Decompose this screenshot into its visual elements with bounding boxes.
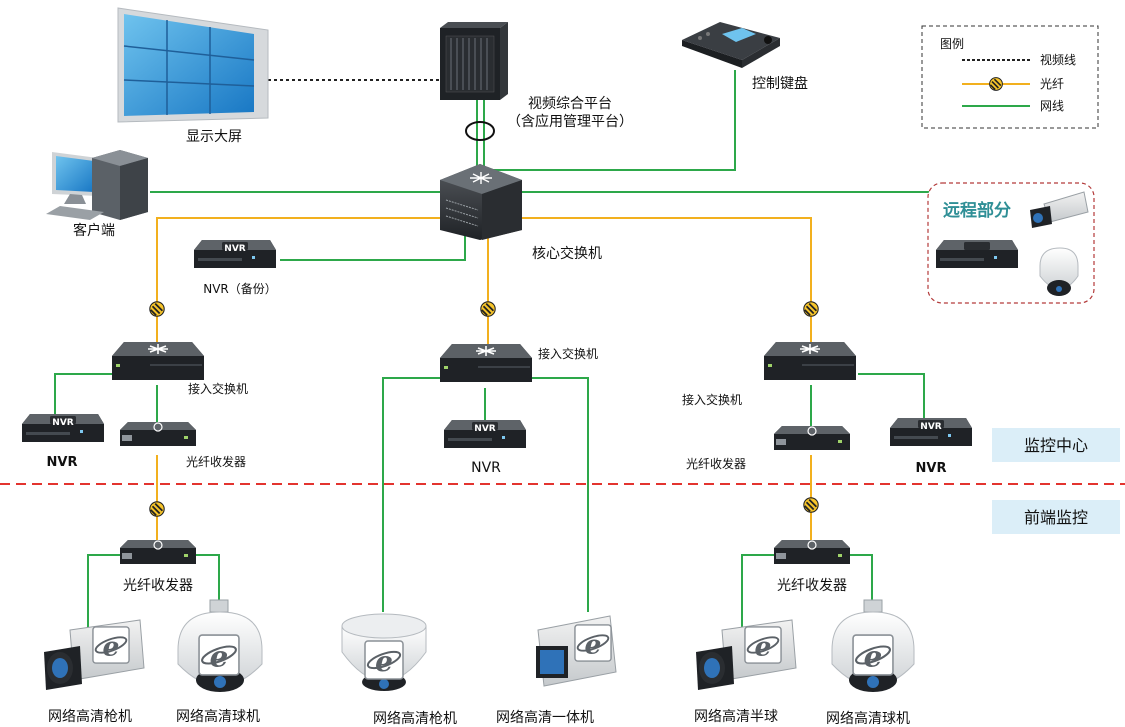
display-wall-label: 显示大屏	[186, 129, 242, 145]
nvr-badge: NVR	[920, 422, 941, 432]
fiber-marker-icon	[988, 76, 1004, 92]
camera-label: 网络高清枪机	[48, 708, 132, 725]
zone-monitor-center: 监控中心	[1024, 436, 1088, 455]
left-transceiver-icon	[119, 421, 197, 447]
zone-front-end: 前端监控	[1024, 508, 1088, 527]
legend-frame	[921, 25, 1099, 129]
nvr-backup-link	[280, 232, 466, 261]
remote-camera-icon	[1030, 191, 1089, 228]
front-left-dome-link	[195, 554, 220, 600]
legend-network-label: 网线	[1040, 99, 1064, 113]
legend-video-label: 视频线	[1040, 52, 1076, 67]
mid-switch-integrated-link	[528, 377, 589, 612]
camera-label: 网络高清半球	[694, 708, 778, 725]
half-dome-camera-icon	[341, 613, 427, 691]
legend-title: 图例	[940, 37, 964, 51]
nvr-badge: NVR	[52, 418, 73, 428]
keyboard-link	[492, 70, 736, 171]
right-transceiver-label: 光纤收发器	[686, 456, 746, 471]
remote-section: 远程部分	[927, 182, 1095, 304]
front-left-transceiver-icon	[119, 539, 197, 565]
gun-camera-icon	[44, 619, 145, 690]
integrated-camera-icon	[536, 615, 617, 687]
zone-label-bg	[992, 500, 1120, 534]
front-right-transceiver-icon	[773, 539, 851, 565]
camera-label: 网络高清一体机	[496, 709, 594, 726]
link-bundle-ring	[465, 121, 495, 141]
fiber-marker-icon	[479, 300, 497, 318]
front-left-gun-link	[87, 554, 120, 640]
camera-label: 网络高清枪机	[373, 710, 457, 727]
nvr-backup-label: NVR（备份）	[203, 282, 277, 296]
control-keyboard-label: 控制键盘	[752, 75, 808, 92]
camera-label: 网络高清球机	[826, 710, 910, 727]
front-right-dome-link	[848, 554, 873, 600]
fiber-marker-icon	[148, 300, 166, 318]
left-transceiver-label: 光纤收发器	[186, 454, 246, 469]
connections	[54, 70, 930, 640]
right-access-switch-label: 接入交换机	[682, 392, 742, 407]
left-access-switch-icon	[111, 341, 205, 381]
legend-fiber-label: 光纤	[1040, 77, 1064, 91]
display-wall-icon	[117, 7, 269, 123]
remote-nvr-icon	[936, 240, 1018, 268]
core-switch-label: 核心交换机	[532, 245, 602, 262]
zone-label-bg	[992, 428, 1120, 462]
legend: 图例 视频线 光纤 网线	[921, 25, 1099, 129]
left-access-switch-label: 接入交换机	[188, 381, 248, 396]
mid-nvr-label: NVR	[471, 460, 501, 476]
speed-dome-icon	[177, 599, 263, 692]
left-nvr-label: NVR	[47, 455, 78, 470]
remote-dome-icon	[1039, 247, 1079, 296]
mid-switch-gun-link	[382, 377, 440, 612]
fiber-marker-icon	[802, 300, 820, 318]
fiber-left	[156, 217, 440, 345]
mid-access-switch-icon	[439, 343, 533, 383]
client-pc-icon	[46, 150, 148, 220]
speed-dome-icon	[831, 599, 915, 692]
fiber-right	[522, 217, 812, 345]
right-transceiver-icon	[773, 425, 851, 451]
nvr-badge: NVR	[224, 244, 245, 254]
mid-access-switch-label: 接入交换机	[538, 346, 598, 361]
platform-label-line1: 视频综合平台	[528, 96, 612, 112]
right-switch-nvr-link	[858, 373, 925, 418]
front-left-transceiver-label: 光纤收发器	[123, 578, 193, 594]
video-platform-icon	[440, 22, 508, 100]
remote-title: 远程部分	[943, 200, 1011, 221]
half-dome-gun-camera-icon	[696, 619, 797, 690]
left-switch-nvr-link	[54, 373, 112, 418]
core-switch-icon	[440, 164, 522, 240]
client-label: 客户端	[73, 222, 115, 239]
fiber-marker-icon	[148, 500, 166, 518]
right-nvr-label: NVR	[916, 461, 947, 476]
camera-label: 网络高清球机	[176, 708, 260, 725]
right-access-switch-icon	[763, 341, 857, 381]
nvr-badge: NVR	[474, 424, 495, 434]
control-keyboard-icon	[682, 22, 780, 68]
front-right-half-dome-link	[741, 554, 775, 640]
front-right-transceiver-label: 光纤收发器	[777, 578, 847, 594]
platform-label-line2: （含应用管理平台）	[507, 113, 633, 130]
fiber-marker-icon	[802, 496, 820, 514]
